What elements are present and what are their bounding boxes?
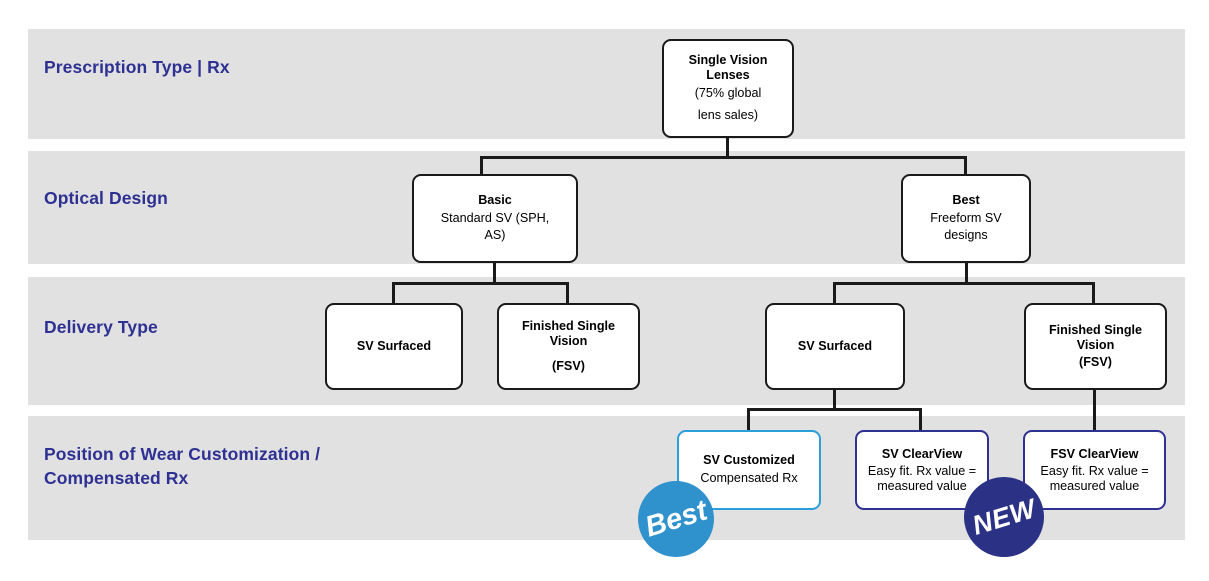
connector-best-stem <box>965 262 968 284</box>
node-sv-surfaced-best[interactable]: SV Surfaced <box>765 303 905 390</box>
node-subtitle: Freeform SV designs <box>930 211 1002 242</box>
connector-to-basic <box>480 156 483 175</box>
connector-to-fsv-clearview <box>1093 389 1096 432</box>
connector-to-fsv-1 <box>566 282 569 305</box>
connector-to-sv-surfaced-2 <box>833 282 836 305</box>
node-subtitle: (FSV) <box>1079 354 1112 369</box>
badge-best-label: Best <box>641 494 711 544</box>
row-label-delivery-type: Delivery Type <box>44 317 158 337</box>
connector-best-bar <box>833 282 1095 285</box>
connector-to-sv-customized <box>747 408 750 432</box>
node-best[interactable]: Best Freeform SV designs <box>901 174 1031 263</box>
node-finished-single-vision-basic[interactable]: Finished Single Vision (FSV) <box>497 303 640 390</box>
node-subtitle: Standard SV (SPH, AS) <box>440 211 550 242</box>
row-label-prescription-type: Prescription Type | Rx <box>44 57 230 77</box>
row-label-position-of-wear: Position of Wear Customization / Compens… <box>44 444 321 488</box>
badge-new-label: NEW <box>968 492 1040 541</box>
connector-to-sv-clearview <box>919 408 922 432</box>
node-title: Finished Single Vision <box>1048 322 1143 352</box>
node-title: SV Customized <box>703 453 795 467</box>
row-label-optical-design: Optical Design <box>44 188 168 208</box>
node-title: FSV ClearView <box>1050 446 1139 461</box>
node-subtitle: (75% global <box>694 86 762 100</box>
connector-basic-stem <box>493 262 496 284</box>
node-sv-surfaced-basic[interactable]: SV Surfaced <box>325 303 463 390</box>
connector-svsurfaced2-stem <box>833 389 836 410</box>
node-title: SV ClearView <box>881 446 963 461</box>
connector-basic-bar <box>392 282 569 285</box>
badge-best: Best <box>638 481 714 557</box>
node-title: Single Vision Lenses <box>688 53 768 82</box>
node-finished-single-vision-best[interactable]: Finished Single Vision (FSV) <box>1024 303 1167 390</box>
connector-root-stem <box>726 138 729 158</box>
node-sv-clearview[interactable]: SV ClearView Easy fit. Rx value = measur… <box>855 430 989 510</box>
node-title: SV Surfaced <box>797 339 873 353</box>
node-subtitle: Compensated Rx <box>700 471 798 485</box>
connector-to-sv-surfaced-1 <box>392 282 395 305</box>
node-title: SV Surfaced <box>356 339 432 353</box>
node-title: Best <box>952 193 980 207</box>
node-subtitle: Easy fit. Rx value = measured value <box>1040 463 1149 493</box>
connector-bottom-bar <box>747 408 922 411</box>
node-subtitle: (FSV) <box>552 358 585 373</box>
node-subtitle: Easy fit. Rx value = measured value <box>867 463 977 493</box>
node-single-vision-lenses[interactable]: Single Vision Lenses (75% global lens sa… <box>662 39 794 138</box>
badge-new: NEW <box>964 477 1044 557</box>
node-title: Basic <box>478 193 512 207</box>
band-prescription-type <box>28 29 1185 139</box>
connector-level1-bar <box>480 156 967 159</box>
node-title: Finished Single Vision <box>521 318 616 348</box>
connector-to-best <box>964 156 967 175</box>
node-subtitle-2: lens sales) <box>697 108 759 122</box>
node-fsv-clearview[interactable]: FSV ClearView Easy fit. Rx value = measu… <box>1023 430 1166 510</box>
connector-to-fsv-2 <box>1092 282 1095 305</box>
node-basic[interactable]: Basic Standard SV (SPH, AS) <box>412 174 578 263</box>
